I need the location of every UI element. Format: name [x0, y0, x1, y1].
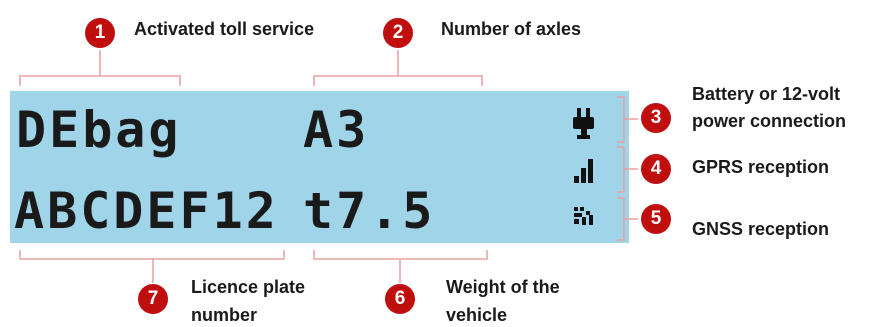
licence-plate-label-line-2: number [191, 305, 258, 325]
callout-badge-1: 1 [85, 18, 115, 48]
weight-readout: t7.5 [303, 182, 436, 240]
callout-badge-7: 7 [138, 284, 168, 314]
callout-badge-2: 2 [383, 18, 413, 48]
callout-badge-6: 6 [385, 284, 415, 314]
power-connection-label-line-2: power connection [692, 111, 847, 131]
toll-service-readout: DEbag [16, 101, 182, 159]
gprs-reception-label: GPRS reception [692, 157, 830, 177]
satellite-signal-icon [574, 207, 593, 225]
signal-bars-icon [574, 159, 593, 183]
lcd-display [10, 91, 629, 243]
axles-readout: A3 [303, 101, 370, 159]
power-connection-label: Battery or 12-volt power connection [692, 83, 846, 132]
activated-toll-service-label: Activated toll service [134, 19, 315, 39]
licence-plate-label-line-1: Licence plate [191, 277, 306, 297]
power-connection-label-line-1: Battery or 12-volt [692, 84, 841, 104]
plug-icon [573, 108, 594, 139]
licence-plate-label: Licence plate number [191, 276, 305, 326]
gnss-reception-label: GNSS reception [692, 219, 830, 239]
licence-plate-readout: ABCDEF12 [14, 182, 279, 240]
callout-badge-4: 4 [641, 154, 671, 184]
callout-badge-3: 3 [641, 103, 671, 133]
vehicle-weight-label: Weight of the vehicle [446, 276, 560, 326]
number-of-axles-label: Number of axles [441, 19, 582, 39]
vehicle-weight-label-line-1: Weight of the [446, 277, 560, 297]
vehicle-weight-label-line-2: vehicle [446, 305, 508, 325]
callout-badge-5: 5 [641, 204, 671, 234]
